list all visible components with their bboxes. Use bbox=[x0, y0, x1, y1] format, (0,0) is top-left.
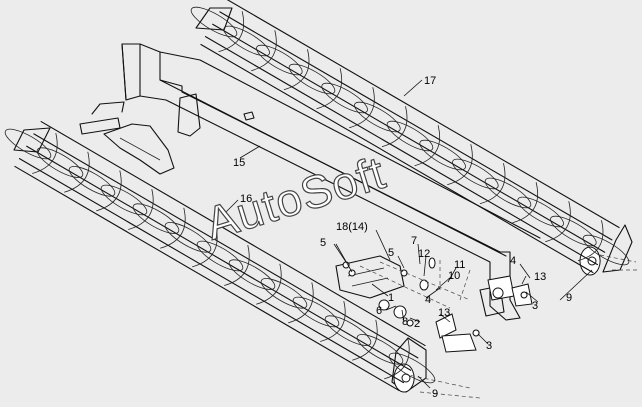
roller-blade bbox=[577, 220, 604, 262]
roller-disc bbox=[288, 63, 336, 95]
roller-disc bbox=[256, 44, 303, 76]
roller-blade bbox=[192, 226, 218, 268]
roller-disc bbox=[386, 120, 434, 152]
callout-16: 16 bbox=[240, 193, 252, 205]
roller-disc bbox=[68, 166, 116, 197]
roller-disc bbox=[228, 259, 276, 290]
callout-labels: 17 15 16 18(14) 5 5 7 12 11 10 4 13 3 9 … bbox=[233, 75, 572, 400]
roller-blade bbox=[283, 49, 310, 91]
callout-9-right: 9 bbox=[566, 292, 572, 304]
callout-10: 10 bbox=[448, 270, 460, 282]
roller-blade bbox=[288, 282, 314, 324]
roller-disc bbox=[292, 296, 340, 328]
roller-disc bbox=[388, 352, 436, 384]
roller-disc bbox=[4, 128, 52, 160]
callout-15: 15 bbox=[233, 157, 245, 169]
roller-disc bbox=[321, 82, 368, 114]
roller-blade bbox=[224, 245, 250, 286]
roller-blade bbox=[316, 68, 342, 110]
roller-disc bbox=[452, 158, 499, 190]
roller-blade bbox=[414, 125, 440, 167]
roller-blade bbox=[381, 106, 408, 148]
roller-blade bbox=[218, 11, 244, 53]
roller-disc bbox=[223, 25, 270, 57]
autosoft-watermark: AutoSoft bbox=[200, 146, 392, 250]
roller-blade bbox=[479, 163, 506, 205]
callout-18-14: 18(14) bbox=[336, 221, 368, 233]
roller-blade bbox=[256, 263, 282, 305]
frame bbox=[79, 43, 541, 321]
roller-blade bbox=[512, 182, 538, 224]
roller-blade bbox=[64, 151, 90, 193]
callout-11: 11 bbox=[454, 259, 465, 271]
roller-disc bbox=[260, 278, 308, 309]
callout-2: 2 bbox=[414, 318, 420, 330]
callout-5-left: 5 bbox=[320, 237, 326, 249]
roller-blade bbox=[384, 338, 410, 380]
callout-1: 1 bbox=[388, 292, 394, 304]
roller-blade bbox=[160, 207, 186, 249]
roller-disc bbox=[354, 101, 401, 133]
roller-blade bbox=[32, 133, 58, 174]
roller-blade bbox=[352, 319, 378, 361]
callout-9-front: 9 bbox=[432, 388, 438, 400]
roller-disc bbox=[132, 203, 180, 234]
roller-disc bbox=[324, 315, 372, 346]
callout-7: 7 bbox=[411, 235, 417, 247]
callout-3-right: 3 bbox=[532, 300, 538, 312]
roller-front bbox=[4, 120, 481, 399]
callout-13-mid: 13 bbox=[438, 307, 450, 319]
leader-lines bbox=[223, 79, 593, 389]
roller-disc bbox=[550, 215, 597, 247]
roller-disc bbox=[517, 196, 564, 228]
roller-disc bbox=[36, 147, 84, 178]
roller-disc bbox=[419, 139, 466, 171]
callout-5-mid: 5 bbox=[388, 247, 394, 259]
callout-12: 12 bbox=[418, 248, 430, 260]
roller-disc bbox=[356, 334, 404, 365]
roller-disc bbox=[484, 177, 532, 209]
roller-blade bbox=[96, 170, 122, 212]
roller-rear bbox=[190, 0, 640, 276]
roller-blade bbox=[251, 30, 277, 72]
roller-blade bbox=[320, 301, 346, 342]
callout-4-right: 4 bbox=[510, 255, 516, 267]
roller-blade bbox=[349, 87, 375, 129]
callout-8: 8 bbox=[402, 316, 408, 328]
callout-6: 6 bbox=[376, 305, 382, 317]
callout-4-mid: 4 bbox=[425, 294, 431, 306]
callout-17: 17 bbox=[424, 75, 436, 87]
roller-blade bbox=[128, 189, 154, 230]
roller-blade bbox=[545, 201, 571, 243]
bearing-assembly bbox=[335, 255, 533, 353]
roller-disc bbox=[164, 222, 212, 253]
roller-disc bbox=[196, 240, 244, 272]
roller-blade bbox=[447, 144, 473, 186]
callout-13-right: 13 bbox=[534, 271, 546, 283]
roller-disc bbox=[100, 184, 148, 216]
callout-3-mid: 3 bbox=[486, 340, 492, 352]
roller-disc bbox=[582, 234, 630, 266]
